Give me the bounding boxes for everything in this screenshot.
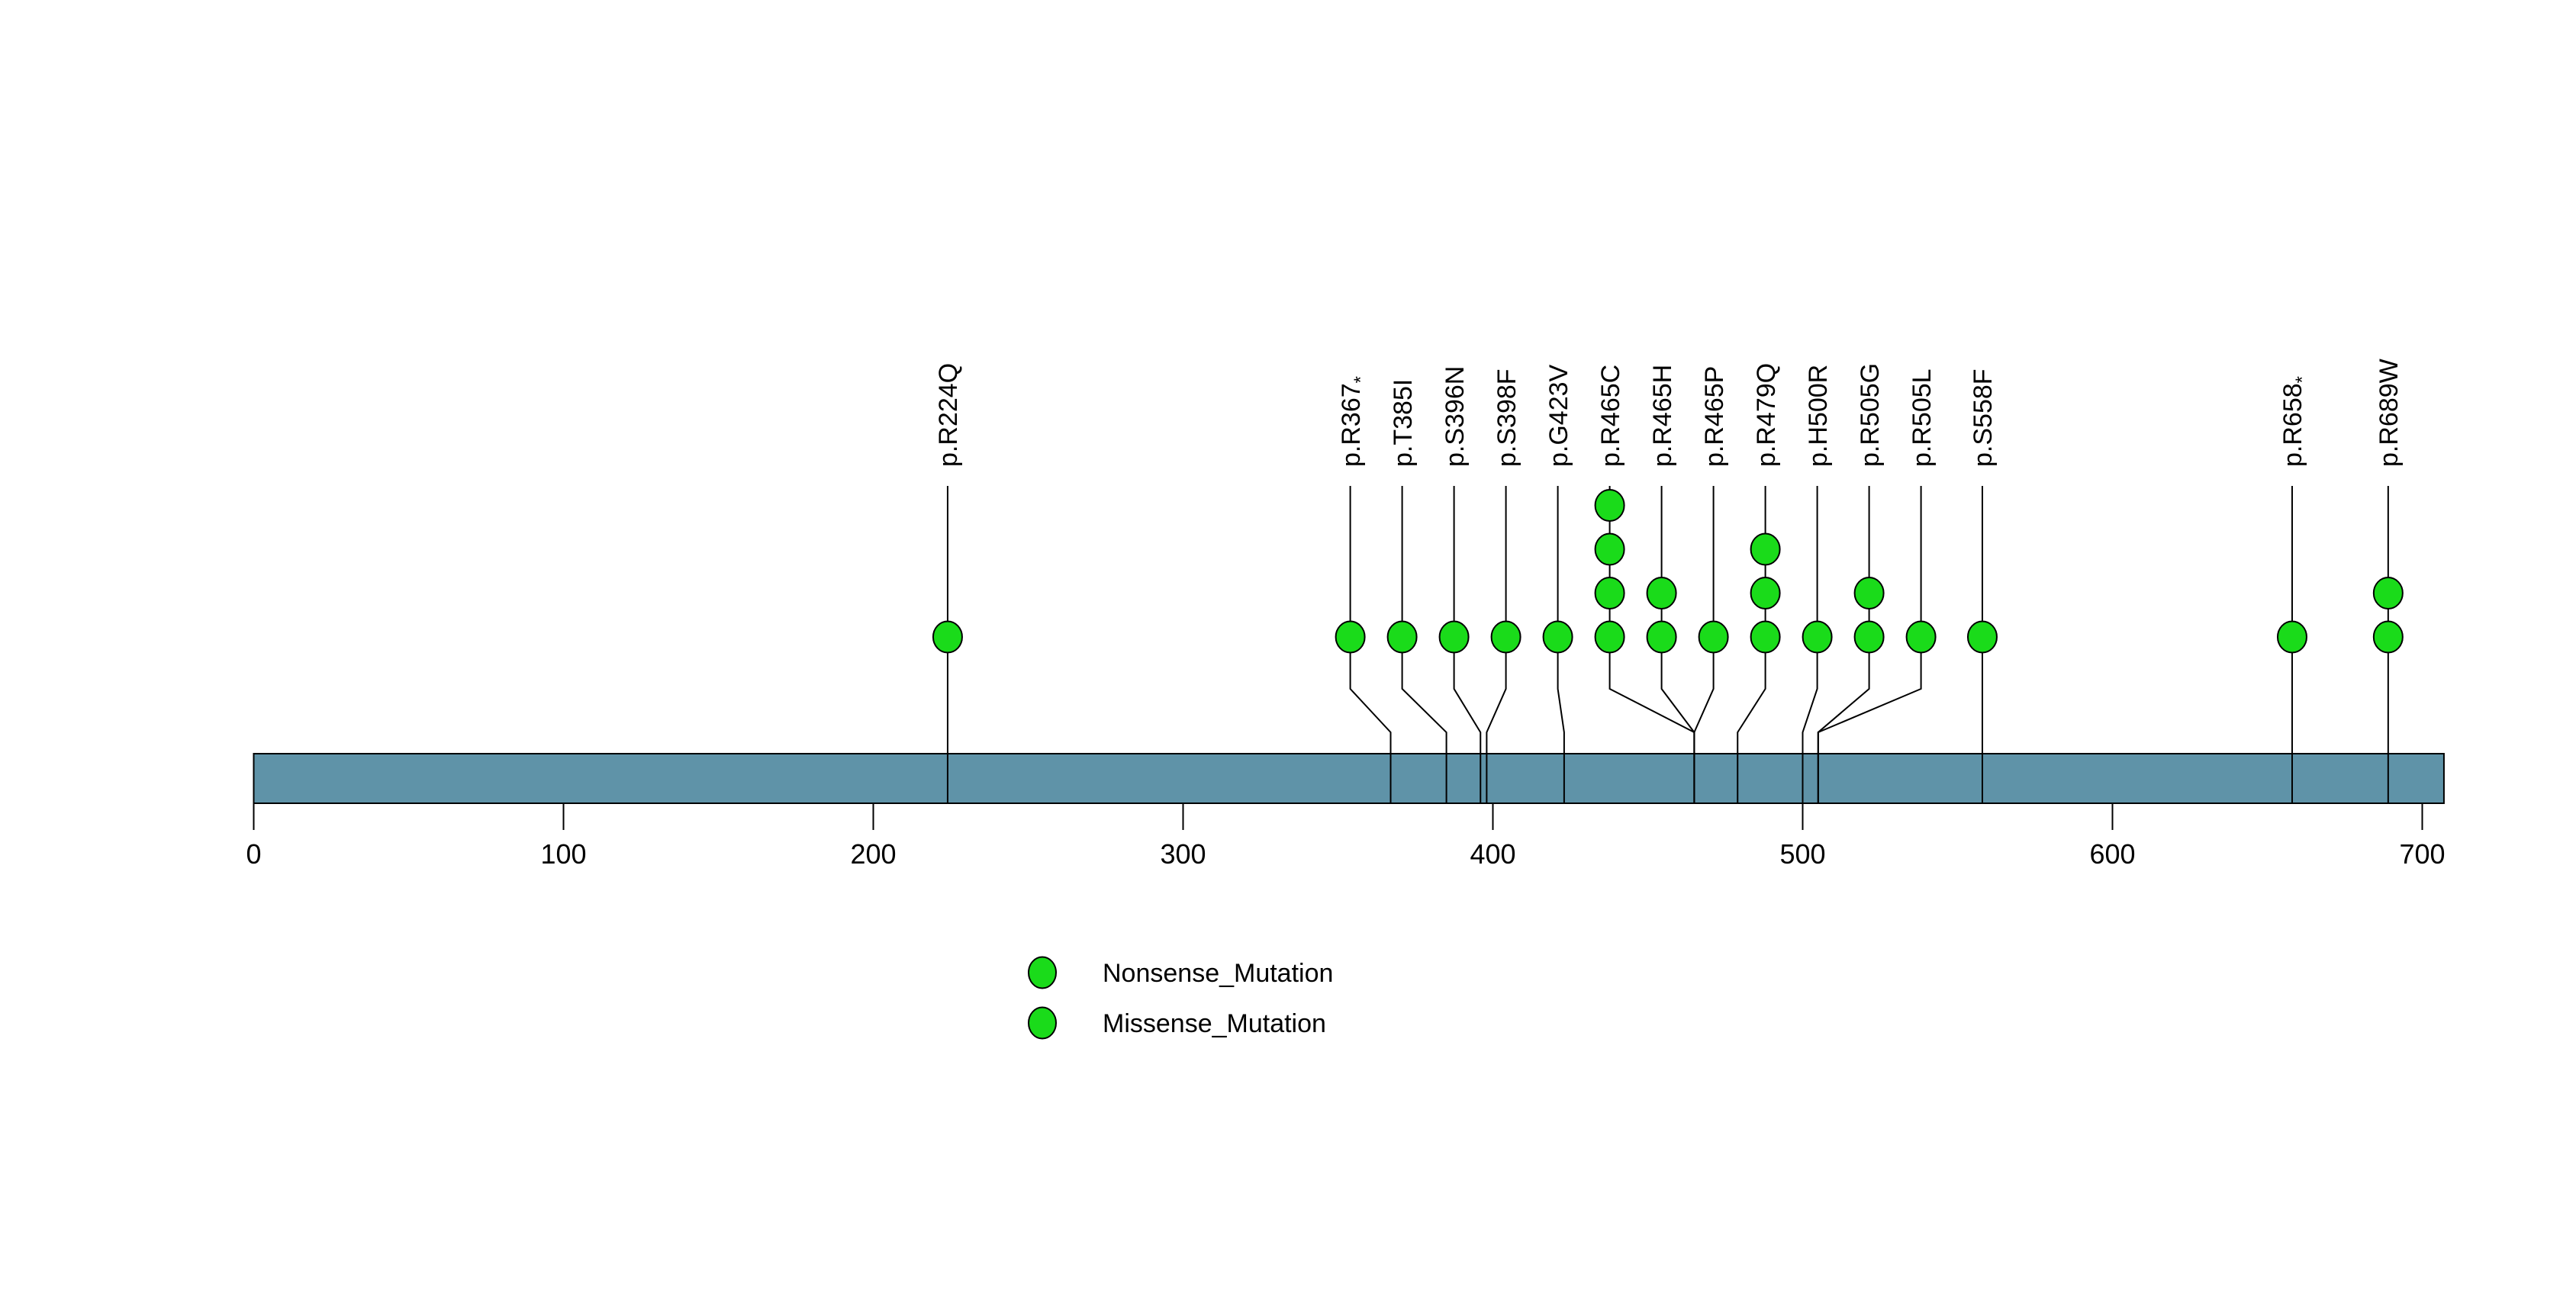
mutation-label: p.H500R [1804,365,1833,467]
mutation-label: p.S396N [1441,366,1470,467]
legend-item-nonsense: Nonsense_Mutation [1028,956,1333,989]
mutation-label: p.R465P [1700,366,1729,467]
mutation-circle [1594,620,1625,654]
mutation-label: p.R465C [1596,365,1625,467]
mutation-circle [1646,577,1677,610]
mutation-label: p.S398F [1492,368,1521,467]
mutation-circle [2372,620,2404,654]
legend-circle [1028,1006,1057,1040]
mutation-circle [1594,577,1625,610]
legend-label: Missense_Mutation [1103,1009,1326,1038]
mutation-label: p.R505G [1856,363,1885,467]
axis-tick-label: 200 [850,838,896,870]
mutation-label: p.T385I [1389,379,1418,467]
axis-tick: 700 [2399,803,2446,870]
mutation-label: p.S558F [1969,368,1998,467]
mutation-label: p.R367* [1337,376,1371,467]
mutation-circle [1594,489,1625,522]
axis-tick-label: 100 [540,838,586,870]
lollipop-stem [1693,486,1715,803]
legend-label: Nonsense_Mutation [1103,959,1333,988]
axis-tick-label: 600 [2089,838,2135,870]
mutation-circle [1802,620,1833,654]
lollipop-stem [1557,486,1565,803]
mutation-lollipop [1490,620,1521,654]
axis-tick-label: 0 [246,838,261,870]
lollipop-stem [1486,486,1507,803]
mutation-circle [1386,620,1418,654]
lollipop-stem [1817,486,1922,803]
mutation-label: p.R689W [2375,359,2404,467]
mutation-circle [1966,620,1998,654]
mutation-lollipop [1438,620,1470,654]
mutation-circle [932,620,963,654]
mutation-circle [2276,620,2307,654]
mutation-lollipop [1966,620,1998,654]
mutation-label: p.R224Q [934,363,963,467]
mutation-lollipop [2372,577,2404,654]
axis-tick: 300 [1160,803,1206,870]
axis-tick: 500 [1779,803,1826,870]
mutation-lollipop [1335,620,1366,654]
mutation-circle [1905,620,1937,654]
lollipop-stem [1349,486,1392,803]
protein-backbone [253,753,2445,804]
mutation-lollipop [1905,620,1937,654]
mutation-circle [1542,620,1573,654]
lollipop-stem [1401,486,1447,803]
mutation-circle [2372,577,2404,610]
mutation-label: p.G423V [1544,364,1573,467]
axis-tick-label: 400 [1470,838,1515,870]
mutation-circle [1750,577,1781,610]
mutation-circle [1698,620,1729,654]
mutation-lollipop [1594,489,1625,654]
mutation-label: p.R658* [2278,376,2313,467]
mutation-lollipop [1698,620,1729,654]
axis-tick-label: 500 [1779,838,1825,870]
mutation-lollipop [932,620,963,654]
axis-tick: 400 [1470,803,1516,870]
mutation-lollipop [1542,620,1573,654]
mutation-lollipop [1853,577,1885,654]
mutation-circle [1438,620,1470,654]
mutation-circle [1750,532,1781,566]
mutation-circle [1853,577,1885,610]
axis-tick-label: 300 [1160,838,1206,870]
legend-circle [1028,956,1057,989]
mutation-lollipop [1750,532,1781,654]
mutation-lollipop [1386,620,1418,654]
mutation-circle [1750,620,1781,654]
mutation-circle [1594,532,1625,566]
mutation-circle [1853,620,1885,654]
axis-tick: 100 [540,803,587,870]
axis-tick-label: 700 [2399,838,2445,870]
mutation-label: p.R465H [1648,365,1677,467]
lollipop-stem [1802,486,1818,803]
mutation-label: p.R505L [1908,368,1937,467]
lollipop-stem [1453,486,1482,803]
mutation-circle [1490,620,1521,654]
mutation-lollipop [1802,620,1833,654]
mutation-circle [1335,620,1366,654]
axis-tick: 0 [246,803,262,870]
mutation-label: p.R479Q [1752,363,1781,467]
axis-tick: 200 [850,803,897,870]
mutation-circle [1646,620,1677,654]
mutation-lollipop [1646,577,1677,654]
legend-item-missense: Missense_Mutation [1028,1006,1326,1040]
axis-tick: 600 [2089,803,2136,870]
mutation-lollipop [2276,620,2307,654]
